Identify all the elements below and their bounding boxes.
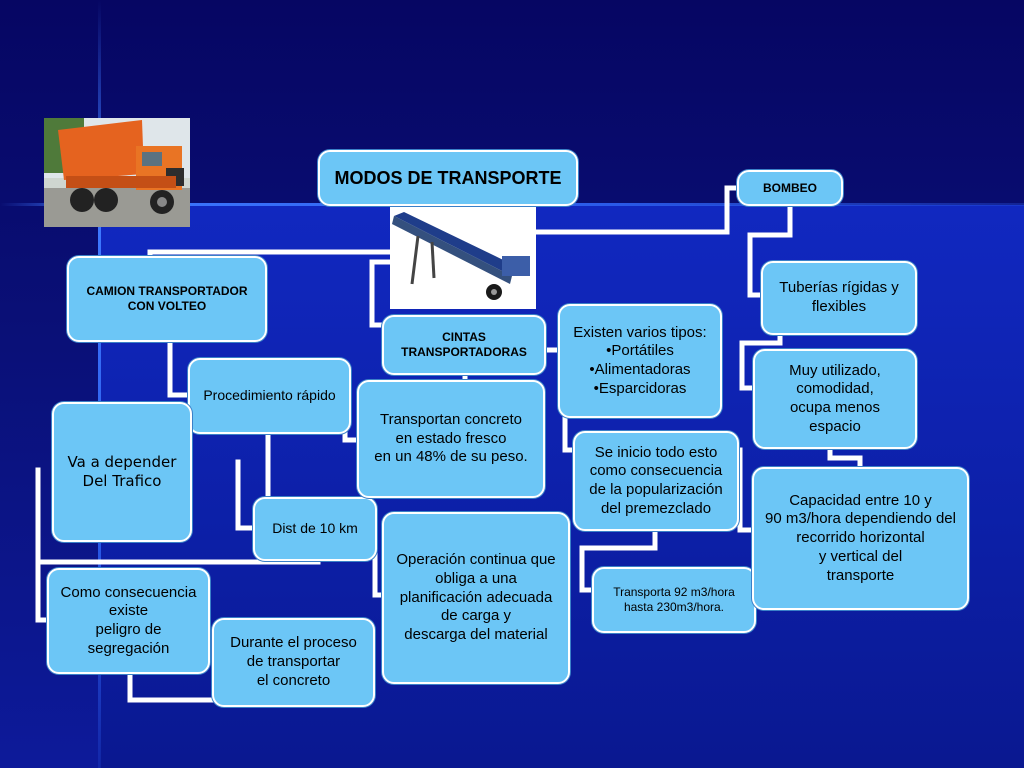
connector-tuberias-muy	[739, 332, 783, 391]
connector-segregacion-durante	[127, 669, 215, 703]
title-node-modos-de-transporte: MODOS DE TRANSPORTE	[318, 150, 578, 206]
node-tuberias-rigidas: Tuberías rígidas y flexibles	[761, 261, 917, 335]
node-tipos-de-cintas: Existen varios tipos: •Portátiles •Alime…	[558, 304, 722, 418]
connector-muy-capacidad-top	[827, 445, 863, 473]
node-transportan-concreto: Transportan concreto en estado fresco en…	[357, 380, 545, 498]
connector-inicio-transporta	[579, 527, 658, 593]
node-camion-transportador: CAMION TRANSPORTADOR CON VOLTEO	[67, 256, 267, 342]
connector-dist-segregacion	[35, 559, 53, 623]
conveyor-belt-photo	[390, 206, 536, 309]
node-bombeo: BOMBEO	[737, 170, 843, 206]
node-procedimiento-rapido: Procedimiento rápido	[188, 358, 351, 434]
node-capacidad: Capacidad entre 10 y 90 m3/hora dependie…	[752, 467, 969, 610]
node-dist-de-10-km: Dist de 10 km	[253, 497, 377, 561]
connector-bombeo-tuberias	[747, 202, 793, 298]
connector-muy-capacidad	[737, 447, 755, 533]
node-operacion-continua: Operación continua que obliga a una plan…	[382, 512, 570, 684]
connector-camion-procedimiento	[167, 337, 195, 398]
node-muy-utilizado: Muy utilizado, comodidad, ocupa menos es…	[753, 349, 917, 449]
node-se-inicio: Se inicio todo esto como consecuencia de…	[573, 431, 739, 531]
connector-root-cintas	[369, 259, 393, 328]
connector-procedimiento-trafico	[235, 459, 258, 531]
dump-truck-photo	[44, 118, 190, 227]
node-transporta-92: Transporta 92 m3/hora hasta 230m3/hora.	[592, 567, 756, 633]
connector-root-bombeo	[532, 185, 743, 235]
node-va-a-depender-del-trafico: Va a depender Del Trafico	[52, 402, 192, 542]
node-peligro-de-segregacion: Como consecuencia existe peligro de segr…	[47, 568, 210, 674]
vertical-accent-line	[98, 0, 101, 768]
node-cintas-transportadoras: CINTAS TRANSPORTADORAS	[382, 315, 546, 375]
node-durante-el-proceso: Durante el proceso de transportar el con…	[212, 618, 375, 707]
